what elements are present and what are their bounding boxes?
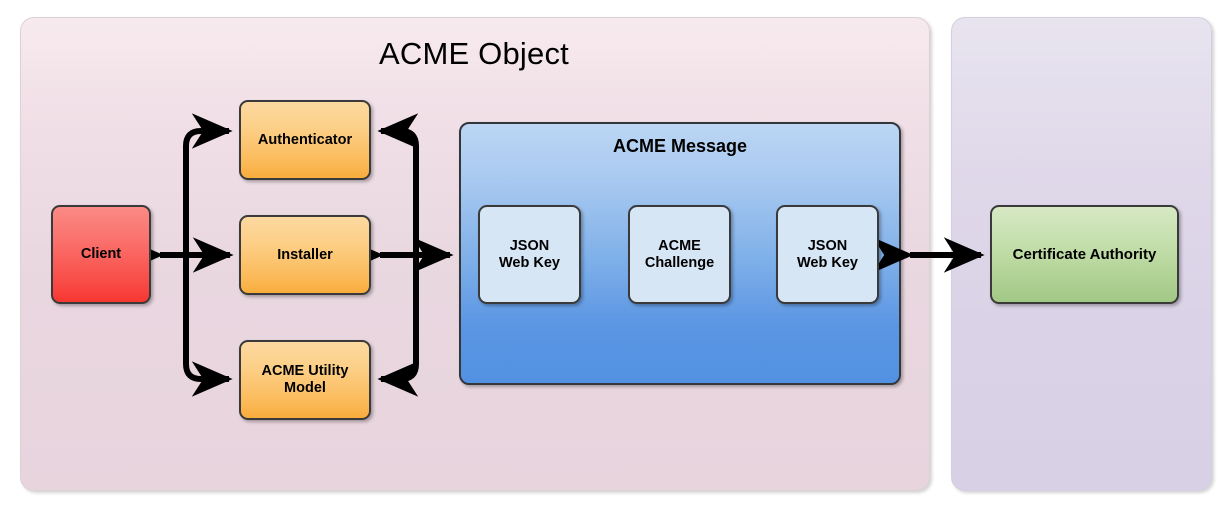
node-acme-utility-model[interactable]: ACME Utility Model <box>239 340 371 420</box>
acme-object-title: ACME Object <box>20 38 928 69</box>
node-json-web-key-2-label: JSON Web Key <box>797 238 858 271</box>
node-certificate-authority[interactable]: Certificate Authority <box>990 205 1179 304</box>
node-client-label: Client <box>80 246 122 263</box>
node-installer-label: Installer <box>277 246 333 263</box>
node-certificate-authority-label: Certificate Authority <box>1012 245 1157 263</box>
node-json-web-key-2-line2: Web Key <box>797 254 858 271</box>
node-authenticator[interactable]: Authenticator <box>239 100 371 180</box>
node-installer[interactable]: Installer <box>239 215 371 295</box>
node-acme-challenge-line2: Challenge <box>644 254 715 271</box>
node-acme-challenge[interactable]: ACME Challenge <box>628 205 731 304</box>
node-authenticator-label: Authenticator <box>257 131 353 148</box>
node-json-web-key-1[interactable]: JSON Web Key <box>478 205 581 304</box>
node-acme-challenge-label: ACME Challenge <box>645 238 714 271</box>
node-json-web-key-1-label: JSON Web Key <box>499 238 560 271</box>
node-json-web-key-2[interactable]: JSON Web Key <box>776 205 879 304</box>
node-client[interactable]: Client <box>51 205 151 304</box>
node-acme-utility-model-line2: Model <box>284 380 326 396</box>
acme-object-title-text: ACME Object <box>379 36 569 71</box>
node-acme-utility-model-label: ACME Utility Model <box>262 363 349 396</box>
node-acme-challenge-line1: ACME <box>658 237 701 254</box>
node-acme-utility-model-line1: ACME Utility <box>261 363 349 380</box>
node-json-web-key-2-line1: JSON <box>807 237 848 254</box>
acme-message-title: ACME Message <box>612 136 748 156</box>
node-json-web-key-1-line1: JSON <box>509 237 550 254</box>
node-json-web-key-1-line2: Web Key <box>499 254 560 271</box>
